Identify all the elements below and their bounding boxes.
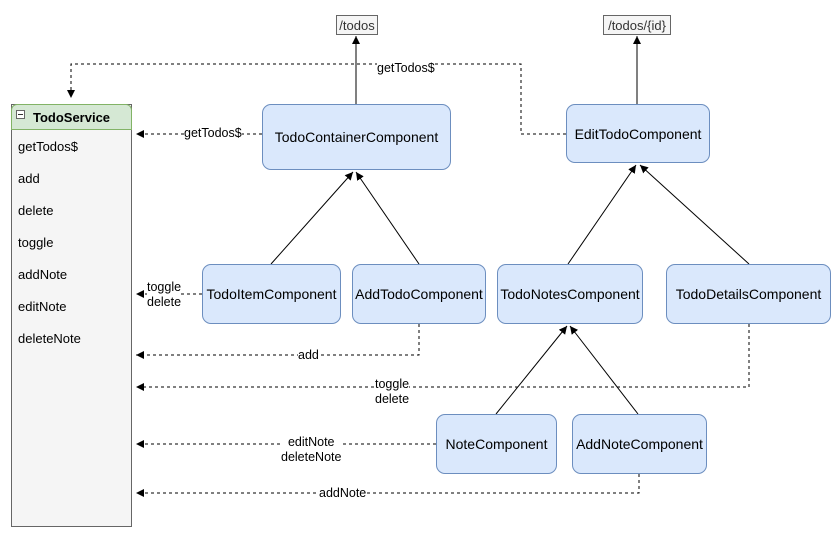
service-method: getTodos$	[18, 139, 78, 154]
edge-label-line: delete	[147, 295, 182, 309]
edge-label-line: editNote	[287, 435, 335, 449]
edge-label-details-toggle-delete: toggle delete	[375, 377, 410, 407]
todo-notes-component[interactable]: TodoNotesComponent	[497, 264, 643, 324]
edge-label-edit-get-todos: getTodos$	[377, 61, 435, 76]
edge-add-todo-add	[136, 324, 420, 359]
edge-note-to-todo-notes	[495, 325, 568, 415]
edge-label-note-edit-delete: editNote deleteNote	[281, 435, 342, 465]
todo-details-component[interactable]: TodoDetailsComponent	[666, 264, 831, 324]
route-todos: /todos	[336, 15, 378, 35]
route-todo-by-id: /todos/{id}	[603, 15, 671, 35]
service-method: addNote	[18, 267, 68, 282]
service-method: deleteNote	[18, 331, 81, 346]
edge-label-line: toggle	[375, 377, 410, 391]
edge-add-note-to-todo-notes	[569, 325, 639, 415]
todo-container-component[interactable]: TodoContainerComponent	[262, 104, 451, 170]
edge-edit-todo-get-todos	[67, 63, 566, 135]
service-method: delete	[18, 203, 54, 218]
add-todo-component[interactable]: AddTodoComponent	[352, 264, 486, 324]
service-method: toggle	[18, 235, 54, 250]
edge-label-item-toggle-delete: toggle delete	[147, 280, 182, 310]
edge-label-container-get-todos: getTodos$	[184, 126, 242, 141]
edge-add-note	[136, 474, 640, 497]
note-component[interactable]: NoteComponent	[436, 414, 557, 474]
todo-item-component[interactable]: TodoItemComponent	[202, 264, 341, 324]
add-note-component[interactable]: AddNoteComponent	[572, 414, 707, 474]
edge-label-add-note: addNote	[319, 486, 367, 501]
edge-todo-item-to-container	[270, 171, 354, 265]
todo-service-methods: getTodos$ add delete toggle addNote edit…	[18, 139, 81, 363]
todo-service-title: TodoService	[32, 110, 111, 125]
todo-service-header: TodoService	[11, 104, 132, 130]
service-method: add	[18, 171, 40, 186]
edge-todo-details-to-edit-todo	[639, 164, 750, 265]
edge-todo-details-toggle-delete	[136, 324, 750, 391]
edge-label-add-todo-add: add	[298, 348, 319, 363]
collapse-icon[interactable]	[16, 110, 25, 119]
edge-label-line: toggle	[147, 280, 182, 294]
edge-todo-notes-to-edit-todo	[567, 164, 637, 265]
edge-label-line: delete	[375, 392, 410, 406]
todo-service-panel: TodoService getTodos$ add delete toggle …	[11, 104, 132, 527]
edit-todo-component[interactable]: EditTodoComponent	[566, 104, 710, 163]
service-method: editNote	[18, 299, 67, 314]
edge-add-todo-to-container	[355, 171, 420, 265]
edge-label-line: deleteNote	[281, 450, 342, 464]
